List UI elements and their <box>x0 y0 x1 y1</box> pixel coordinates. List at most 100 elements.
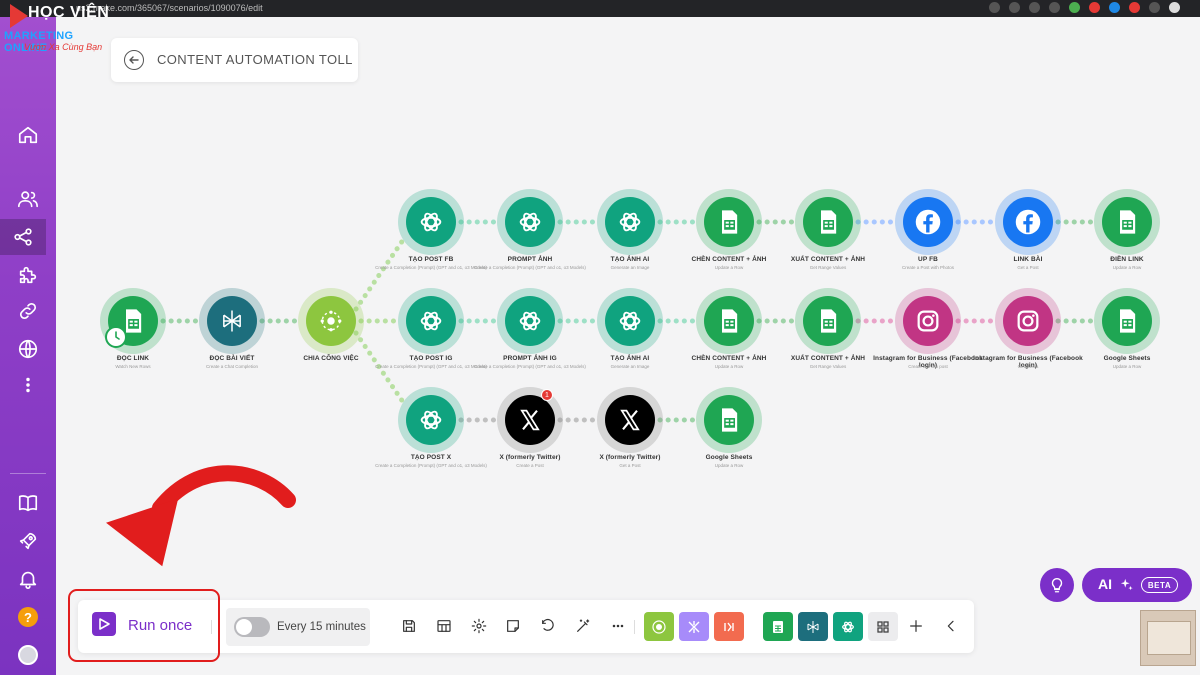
sidebar-item-more[interactable] <box>0 367 56 403</box>
more-options-button[interactable] <box>607 615 629 637</box>
sidebar-item-apps[interactable] <box>0 257 56 293</box>
sidebar-item-team[interactable] <box>0 181 56 217</box>
favorites-grid-button[interactable] <box>868 612 898 641</box>
module-row3-4[interactable] <box>696 387 762 453</box>
module-row2-6[interactable] <box>895 288 961 354</box>
module-label[interactable]: XUẤT CONTENT + ẢNH <box>790 256 866 263</box>
sidebar-item-help[interactable]: ? <box>0 599 56 635</box>
module-read-article[interactable] <box>199 288 265 354</box>
sidebar-item-whats-new[interactable] <box>0 523 56 559</box>
module-label[interactable]: TẠO ẢNH AI <box>610 256 650 263</box>
extension-icon[interactable] <box>1069 2 1080 13</box>
ai-assistant-button[interactable]: AI BETA <box>1082 568 1192 602</box>
bookmark-star-icon[interactable] <box>1029 2 1040 13</box>
auto-align-button[interactable] <box>572 615 594 637</box>
module-row1-3[interactable] <box>597 189 663 255</box>
sidebar-item-connections[interactable] <box>0 293 56 329</box>
scenario-canvas[interactable]: TẠO POST FB Create a Completion (Prompt) … <box>56 17 1200 675</box>
scenario-settings-button[interactable] <box>468 615 490 637</box>
schedule-control[interactable]: Every 15 minutes <box>226 608 370 646</box>
module-row1-6[interactable] <box>895 189 961 255</box>
scheduling-settings-button[interactable] <box>433 615 455 637</box>
module-label[interactable]: TẠO POST IG <box>409 355 453 362</box>
back-button[interactable] <box>124 50 144 70</box>
module-label[interactable]: Google Sheets <box>705 454 753 461</box>
module-row2-1[interactable] <box>398 288 464 354</box>
notes-button[interactable] <box>502 615 524 637</box>
tips-button[interactable] <box>1040 568 1074 602</box>
profile-avatar[interactable] <box>1169 2 1180 13</box>
module-label[interactable]: ĐỌC LINK <box>116 355 150 362</box>
module-label[interactable]: PROMPT ẢNH <box>507 256 553 263</box>
module-label[interactable]: XUẤT CONTENT + ẢNH <box>790 355 866 362</box>
sidebar-item-scenarios[interactable] <box>0 219 46 255</box>
undo-button[interactable] <box>537 615 559 637</box>
module-label[interactable]: CHIA CÔNG VIỆC <box>303 355 359 362</box>
module-row1-7[interactable] <box>995 189 1061 255</box>
add-router-button[interactable] <box>644 612 674 641</box>
module-label[interactable]: PROMPT ẢNH IG <box>503 355 557 362</box>
module-router[interactable] <box>298 288 364 354</box>
module-label[interactable]: TẠO POST FB <box>408 256 454 263</box>
dark-mode-icon[interactable] <box>1049 2 1060 13</box>
run-once-label[interactable]: Run once <box>128 617 193 634</box>
schedule-toggle[interactable] <box>234 617 270 637</box>
module-row2-7[interactable] <box>995 288 1061 354</box>
sidebar-item-docs[interactable] <box>0 485 56 521</box>
module-label[interactable]: ĐIỀN LINK <box>1110 256 1144 263</box>
schedule-label[interactable]: Every 15 minutes <box>277 621 366 633</box>
module-label[interactable]: X (formerly Twitter) <box>499 454 561 461</box>
scenario-title[interactable]: CONTENT AUTOMATION TOLL <box>157 52 353 67</box>
module-row1-8[interactable] <box>1094 189 1160 255</box>
module-action: Create a Completion (Prompt) (GPT and o1… <box>474 364 586 369</box>
extension-icon[interactable] <box>1129 2 1140 13</box>
module-label[interactable]: CHÈN CONTENT + ẢNH <box>691 355 767 362</box>
save-button[interactable] <box>398 615 420 637</box>
module-row1-5[interactable] <box>795 189 861 255</box>
browser-url[interactable]: us2.make.com/365067/scenarios/1090076/ed… <box>76 3 263 13</box>
module-row3-3[interactable] <box>597 387 663 453</box>
module-action: Create a Chat Completion <box>205 364 259 369</box>
run-once-button[interactable] <box>92 612 116 636</box>
module-row1-1[interactable] <box>398 189 464 255</box>
module-label[interactable]: ĐỌC BÀI VIẾT <box>209 355 255 362</box>
gear-icon <box>471 618 487 634</box>
module-label[interactable]: X (formerly Twitter) <box>599 454 661 461</box>
module-label[interactable]: Google Sheets <box>1103 355 1151 362</box>
module-label[interactable]: CHÈN CONTENT + ẢNH <box>691 256 767 263</box>
module-row3-1[interactable] <box>398 387 464 453</box>
collapse-toolbar-button[interactable] <box>940 615 962 637</box>
puzzle-piece-icon <box>19 266 37 284</box>
add-tools-button[interactable] <box>714 612 744 641</box>
module-label[interactable]: Instagram for Business (Facebook login) <box>873 355 983 369</box>
module-label[interactable]: TẠO POST X <box>410 454 452 461</box>
module-row1-2[interactable] <box>497 189 563 255</box>
sidebar-item-notifications[interactable] <box>0 561 56 597</box>
favorite-google-sheets[interactable] <box>763 612 793 641</box>
extension-icon[interactable] <box>1089 2 1100 13</box>
module-row1-4[interactable] <box>696 189 762 255</box>
module-row2-4[interactable] <box>696 288 762 354</box>
sidebar-item-webhooks[interactable] <box>0 331 56 367</box>
module-label[interactable]: LINK BÀI <box>1013 256 1043 263</box>
sidebar-item-home[interactable] <box>0 117 56 153</box>
module-label[interactable]: UP FB <box>918 256 938 263</box>
zoom-icon[interactable] <box>1009 2 1020 13</box>
module-row2-8[interactable] <box>1094 288 1160 354</box>
puzzle-icon[interactable] <box>1149 2 1160 13</box>
add-flow-control-button[interactable] <box>679 612 709 641</box>
extension-icon[interactable] <box>1109 2 1120 13</box>
module-row2-2[interactable] <box>497 288 563 354</box>
module-row3-2[interactable]: 1 <box>497 387 563 453</box>
google-sheets-icon <box>773 620 783 633</box>
add-favorite-button[interactable] <box>905 615 927 637</box>
sidebar-item-profile[interactable] <box>0 637 56 673</box>
favorite-openai[interactable] <box>833 612 863 641</box>
module-row2-3[interactable] <box>597 288 663 354</box>
schedule-clock-icon[interactable] <box>105 326 127 348</box>
favorite-perplexity[interactable] <box>798 612 828 641</box>
module-label[interactable]: TẠO ẢNH AI <box>610 355 650 362</box>
module-row2-5[interactable] <box>795 288 861 354</box>
module-label[interactable]: Instagram for Business (Facebook login) <box>973 355 1083 369</box>
translate-icon[interactable] <box>989 2 1000 13</box>
